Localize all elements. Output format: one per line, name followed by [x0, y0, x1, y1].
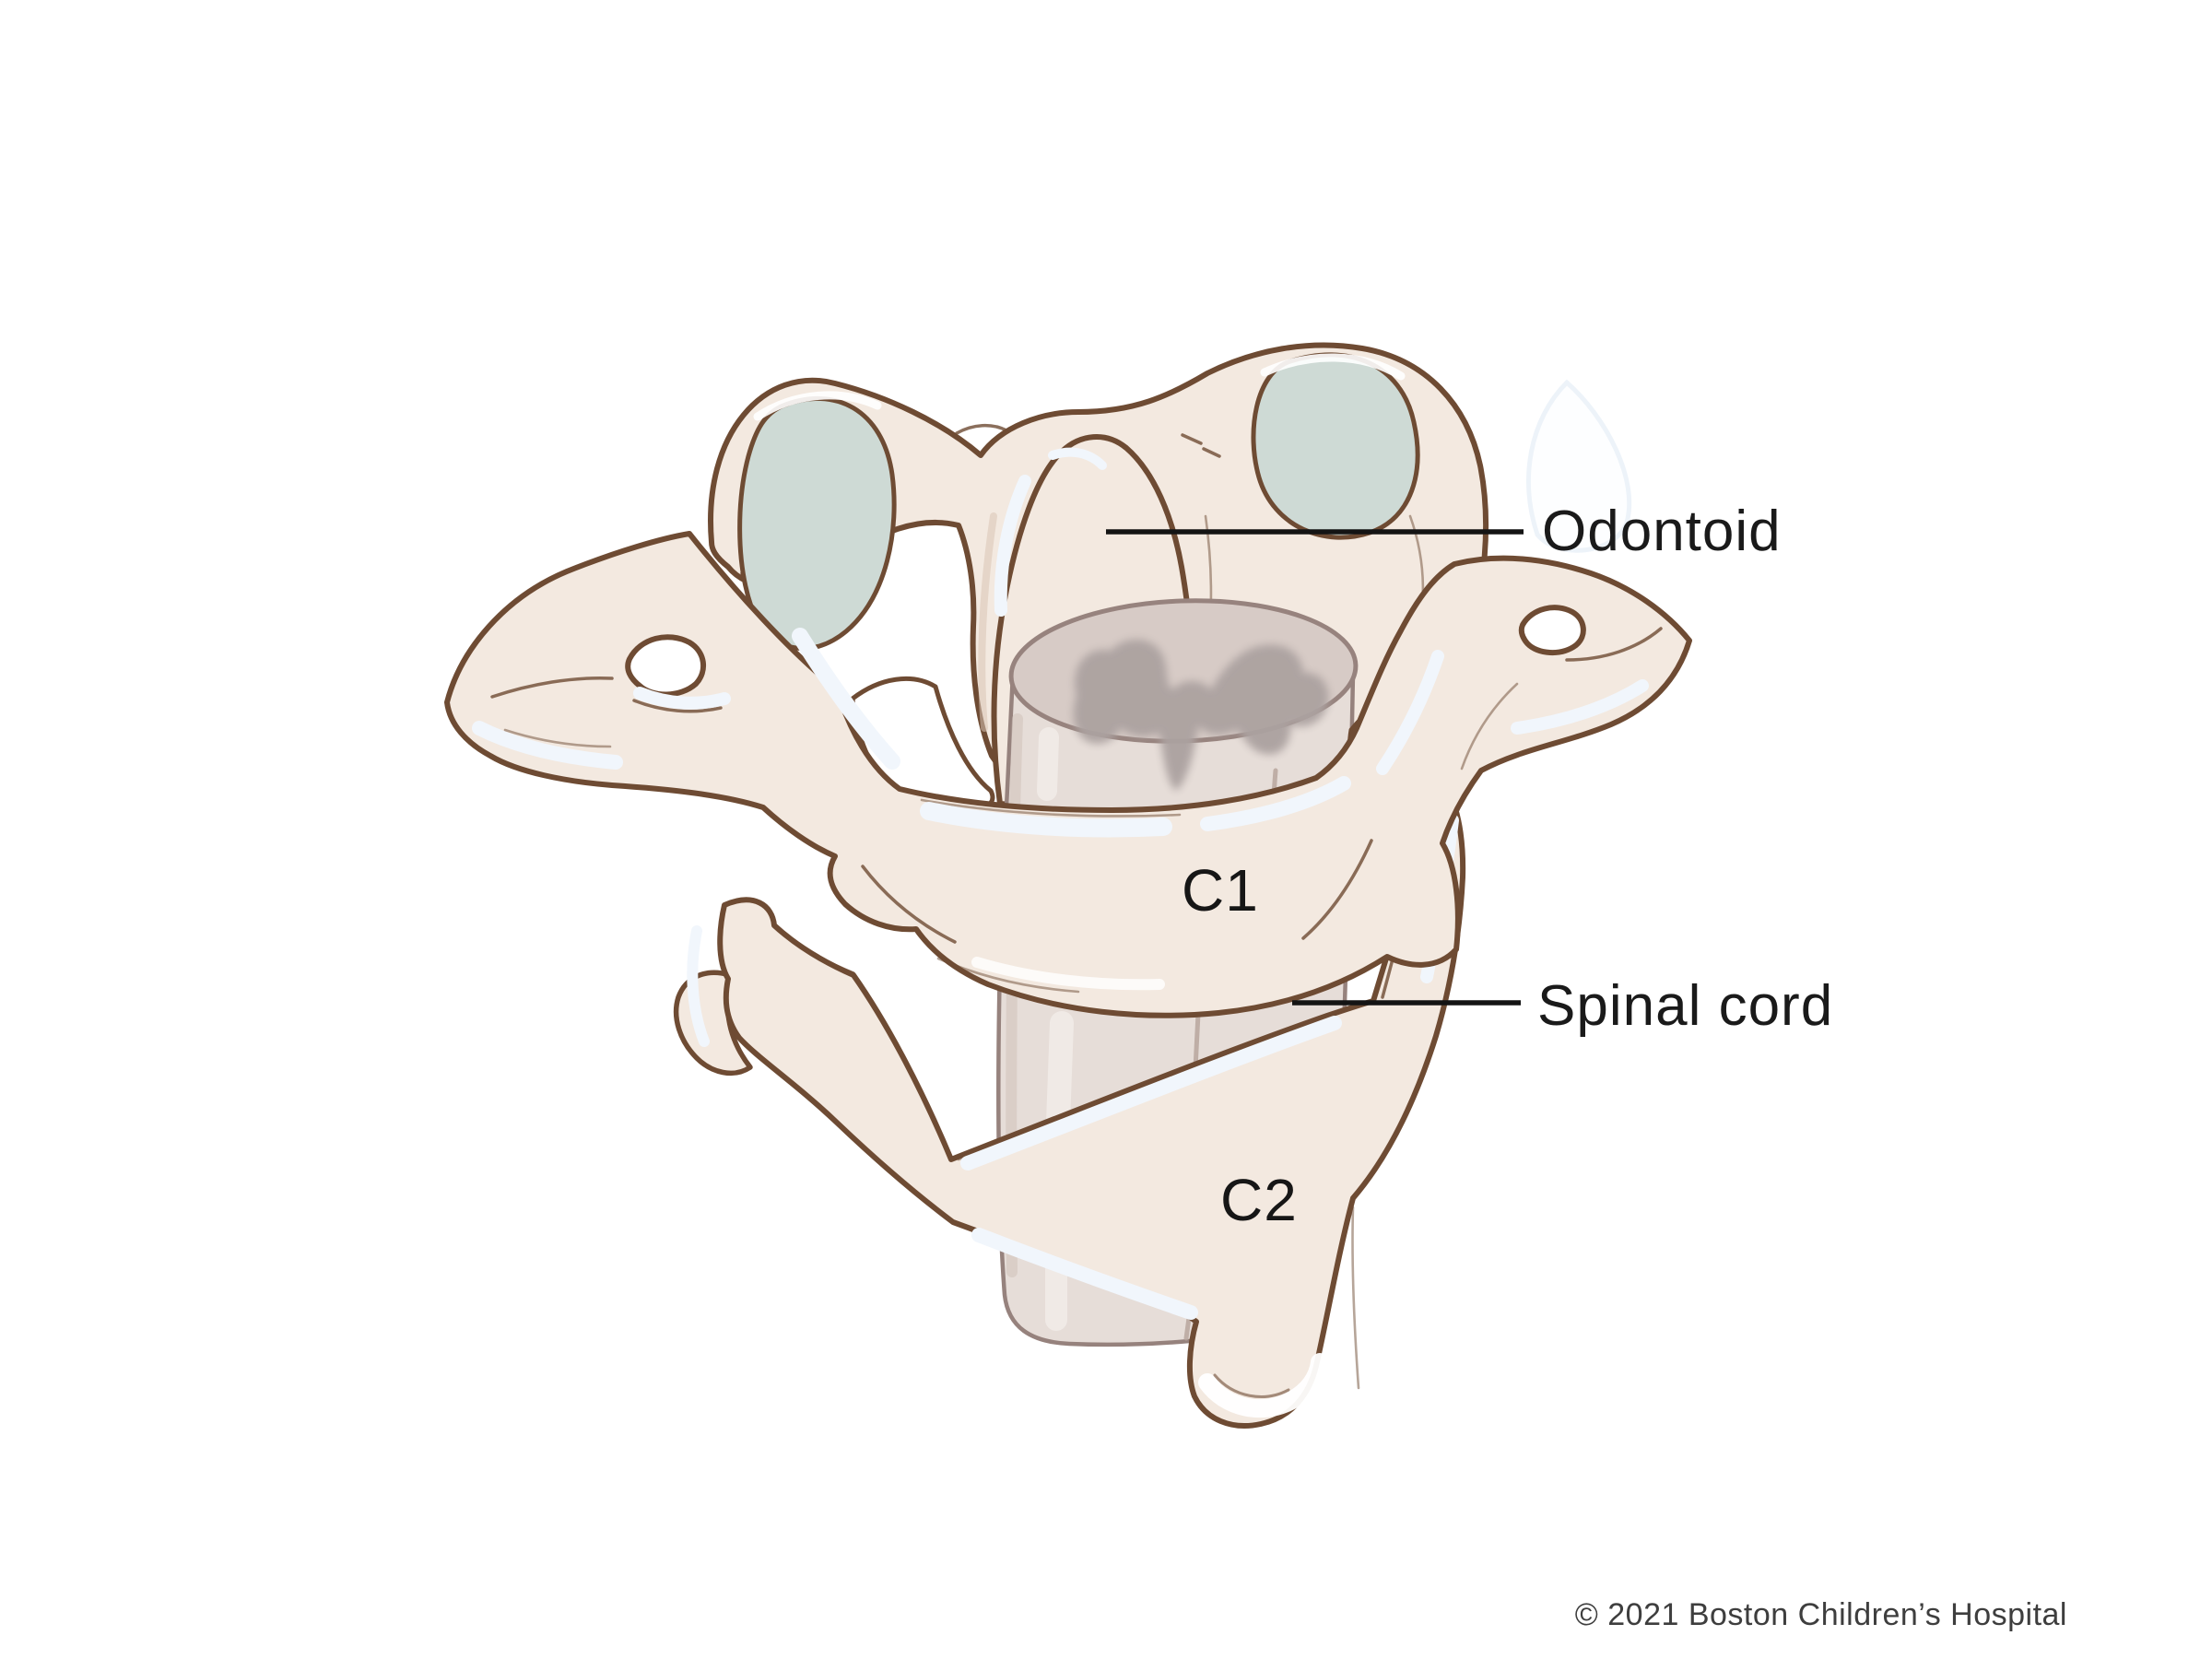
right-superior-facet	[1251, 352, 1420, 540]
annotations: Odontoid Spinal cord C1 C2	[1106, 500, 1833, 1233]
faint-ghost-outline	[1526, 379, 1632, 553]
left-facet-rim-highlight	[753, 391, 882, 421]
left-superior-facet	[737, 395, 897, 652]
odontoid-label: Odontoid	[1542, 500, 1782, 563]
right-facet-rim-highlight	[1260, 353, 1406, 381]
c2-label: C2	[1220, 1167, 1298, 1233]
gray-matter-butterfly	[1073, 639, 1329, 791]
c1-vertebra-arch	[444, 531, 1692, 1018]
spinal-cord-label: Spinal cord	[1537, 974, 1833, 1038]
copyright-text: © 2021 Boston Children’s Hospital	[1575, 1597, 2067, 1632]
c1-label: C1	[1182, 857, 1259, 924]
c2-vertebra	[673, 794, 1466, 1429]
